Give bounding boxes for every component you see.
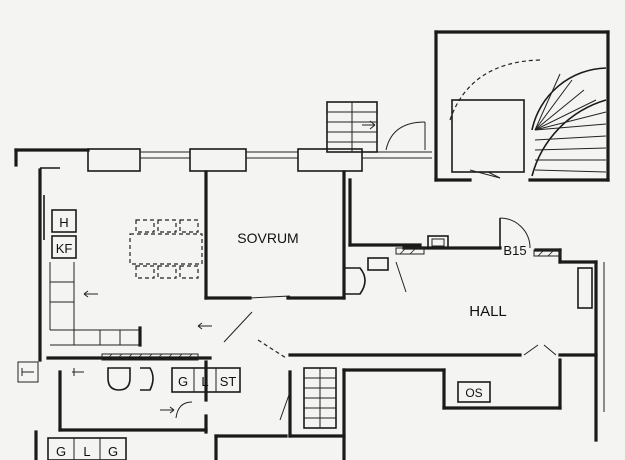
label-b15: B15 [503,243,526,258]
spiral-staircase [434,30,610,182]
storage-label-l: L [83,444,90,459]
bathroom-label-st: ST [220,374,237,389]
bathroom-label-g: G [178,374,188,389]
door-swings [197,295,557,421]
os-box [457,381,491,403]
storage-label-g1: G [56,444,66,459]
kitchen-cabinet-kf [51,235,77,259]
storage-label-g2: G [108,444,118,459]
toilet [344,257,407,295]
chimney [427,235,449,249]
door-b15 [499,217,531,249]
interior-walls [34,170,598,460]
entry-steps [326,101,426,153]
kitchen [49,209,142,347]
bathroom [72,367,241,419]
room-label-hall: HALL [469,303,507,320]
spiral-treads [534,73,607,173]
exterior-wall-left [38,167,60,362]
dining-table [129,219,203,279]
lower-storage-boxes [17,361,127,460]
room-label-sovrum: SOVRUM [237,230,298,246]
label-os: OS [465,386,482,400]
kitchen-label-kf: KF [56,241,73,256]
hatched-walls [101,247,561,361]
hall-wardrobe [577,267,593,309]
kitchen-label-h: H [59,215,68,230]
kitchen-cabinet-h [51,209,77,233]
bathroom-label-l: L [201,374,208,389]
exterior-wall-top [14,148,432,172]
lower-stairs [303,367,337,429]
